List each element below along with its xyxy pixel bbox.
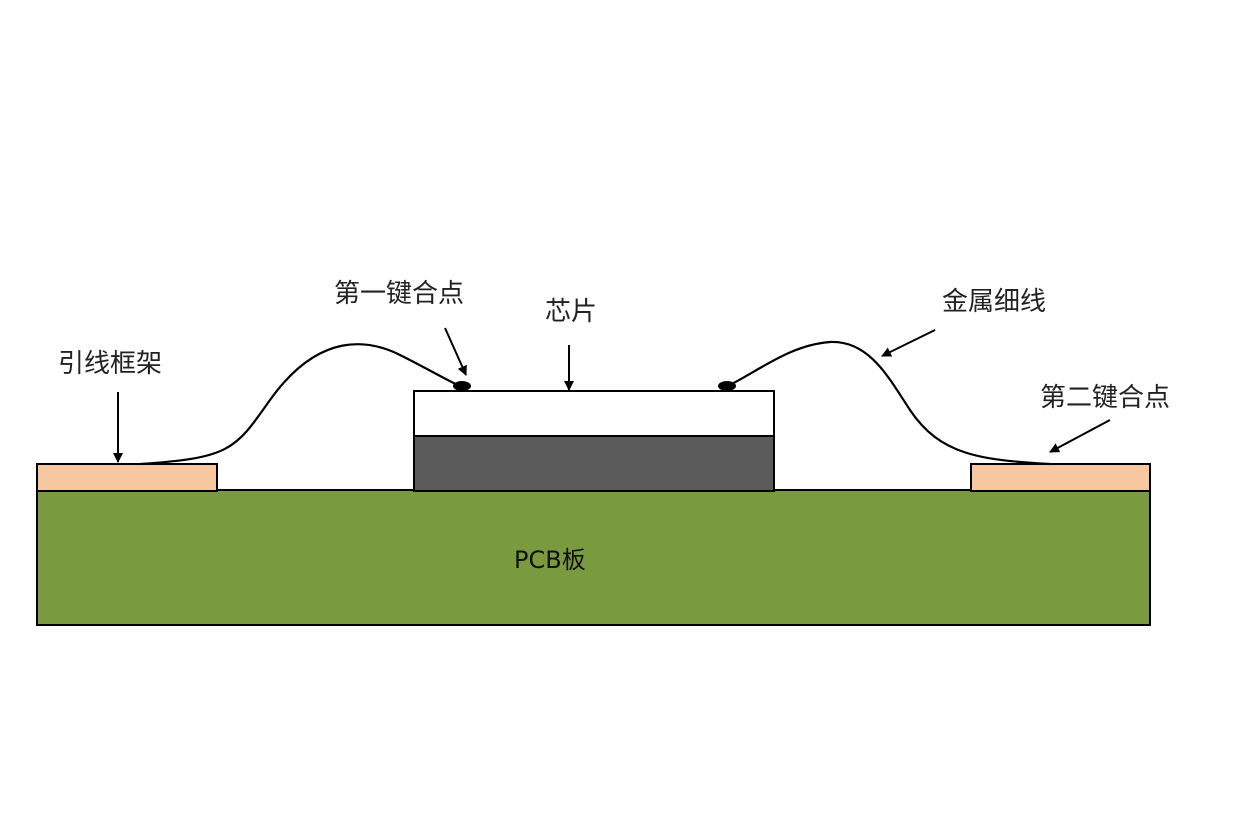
chip-base <box>413 435 775 492</box>
label-metal-wire: 金属细线 <box>942 287 1046 317</box>
label-pcb: PCB板 <box>514 546 586 574</box>
arrow-metal-wire <box>881 329 936 357</box>
arrow-first-bond <box>444 327 467 376</box>
label-lead-frame: 引线框架 <box>58 349 162 379</box>
label-second-bond: 第二键合点 <box>1040 383 1170 413</box>
bond-wire-right <box>725 340 1051 466</box>
lead-frame-right <box>970 463 1151 492</box>
bond-wire-left <box>139 343 463 466</box>
first-bond-point <box>453 381 471 391</box>
label-chip: 芯片 <box>545 297 597 327</box>
label-first-bond: 第一键合点 <box>334 279 464 309</box>
bond-point-right <box>718 381 736 391</box>
pcb-board <box>36 489 1151 626</box>
arrow-second-bond <box>1049 419 1111 453</box>
chip-top <box>413 390 775 437</box>
lead-frame-left <box>36 463 218 492</box>
